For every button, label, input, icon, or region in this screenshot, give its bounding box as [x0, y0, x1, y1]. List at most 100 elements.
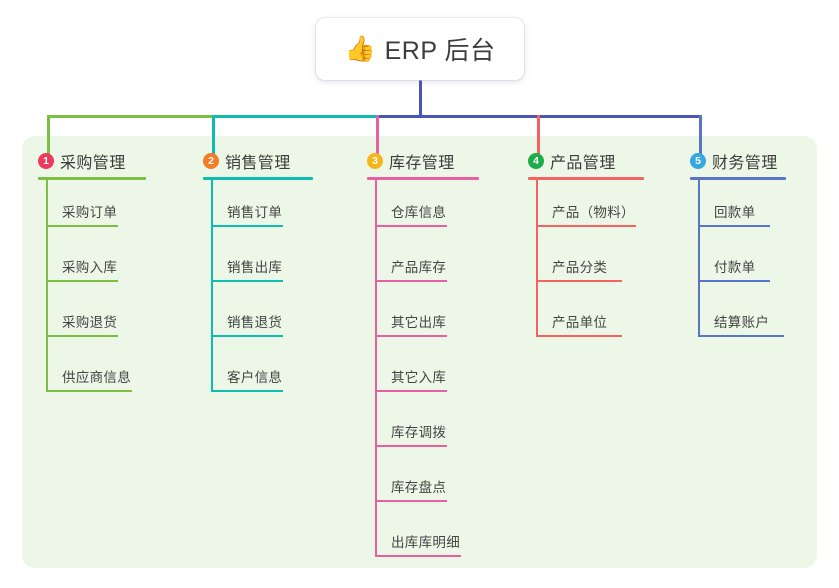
column-title: 采购管理: [60, 155, 126, 172]
column-badge-2: 2: [203, 153, 219, 169]
column-underline: [690, 177, 786, 180]
leaf-item-underline: [46, 335, 118, 337]
column-underline: [367, 177, 479, 180]
leaf-item[interactable]: 采购入库: [38, 235, 188, 290]
leaf-item[interactable]: 付款单: [690, 235, 830, 290]
leaf-item-label: 采购退货: [62, 315, 118, 330]
leaf-item-label: 产品单位: [552, 315, 608, 330]
leaf-item-underline: [211, 335, 283, 337]
leaf-item-label: 仓库信息: [391, 205, 447, 220]
column-spine: [211, 180, 213, 392]
leaf-item[interactable]: 库存盘点: [367, 455, 517, 510]
leaf-item-underline: [375, 335, 447, 337]
leaf-item-label: 库存盘点: [391, 480, 447, 495]
leaf-item-underline: [46, 225, 118, 227]
column-items: 产品（物料） 产品分类产品单位: [528, 180, 673, 345]
leaf-item-label: 产品（物料）: [552, 205, 635, 220]
leaf-item[interactable]: 客户信息: [203, 345, 353, 400]
leaf-item-underline: [698, 280, 770, 282]
column-title: 财务管理: [712, 155, 778, 172]
leaf-item[interactable]: 结算账户: [690, 290, 830, 345]
leaf-item[interactable]: 采购退货: [38, 290, 188, 345]
leaf-item-underline: [211, 225, 283, 227]
leaf-item-label: 库存调拨: [391, 425, 447, 440]
leaf-item-label: 销售出库: [227, 260, 283, 275]
column-header-库存管理[interactable]: 3 库存管理: [367, 150, 517, 172]
bus-segment-2: [212, 115, 379, 118]
column-underline: [38, 177, 146, 180]
root-trunk-connector: [419, 80, 422, 118]
leaf-item[interactable]: 其它入库: [367, 345, 517, 400]
leaf-item[interactable]: 销售出库: [203, 235, 353, 290]
drop-connector-采购管理: [47, 115, 50, 160]
leaf-item[interactable]: 销售订单: [203, 180, 353, 235]
leaf-item-label: 采购订单: [62, 205, 118, 220]
leaf-item[interactable]: 供应商信息: [38, 345, 188, 400]
leaf-item[interactable]: 产品库存: [367, 235, 517, 290]
leaf-item-label: 产品分类: [552, 260, 608, 275]
column-title: 产品管理: [550, 155, 616, 172]
column-badge-1: 1: [38, 153, 54, 169]
column-采购管理: 1 采购管理采购订单采购入库采购退货供应商信息: [38, 150, 188, 400]
leaf-item-label: 其它出库: [391, 315, 447, 330]
column-spine: [46, 180, 48, 392]
leaf-item[interactable]: 库存调拨: [367, 400, 517, 455]
leaf-item-underline: [375, 555, 461, 557]
drop-connector-销售管理: [212, 115, 215, 160]
thumbs-up-icon: 👍: [344, 34, 376, 63]
leaf-item[interactable]: 其它出库: [367, 290, 517, 345]
column-spine: [375, 180, 377, 557]
column-underline: [203, 177, 313, 180]
leaf-item[interactable]: 产品分类: [528, 235, 673, 290]
drop-connector-产品管理: [537, 115, 540, 160]
bus-segment-1: [47, 115, 215, 118]
leaf-item-underline: [211, 390, 283, 392]
leaf-item-underline: [698, 225, 770, 227]
root-node[interactable]: 👍 ERP 后台: [316, 18, 524, 80]
leaf-item[interactable]: 采购订单: [38, 180, 188, 235]
leaf-item-label: 其它入库: [391, 370, 447, 385]
leaf-item-underline: [375, 280, 447, 282]
leaf-item-underline: [698, 335, 784, 337]
leaf-item[interactable]: 仓库信息: [367, 180, 517, 235]
leaf-item-underline: [46, 390, 132, 392]
leaf-item-underline: [536, 335, 622, 337]
column-items: 采购订单采购入库采购退货供应商信息: [38, 180, 188, 400]
leaf-item[interactable]: 回款单: [690, 180, 830, 235]
leaf-item-label: 回款单: [714, 205, 756, 220]
leaf-item-label: 采购入库: [62, 260, 118, 275]
leaf-item[interactable]: 销售退货: [203, 290, 353, 345]
leaf-item[interactable]: 出库库明细: [367, 510, 517, 565]
leaf-item-underline: [375, 445, 447, 447]
column-underline: [528, 177, 644, 180]
leaf-item-underline: [375, 390, 447, 392]
column-spine: [698, 180, 700, 337]
column-header-采购管理[interactable]: 1 采购管理: [38, 150, 188, 172]
leaf-item-label: 客户信息: [227, 370, 283, 385]
leaf-item[interactable]: 产品（物料）: [528, 180, 673, 235]
leaf-item[interactable]: 产品单位: [528, 290, 673, 345]
column-title: 库存管理: [389, 155, 455, 172]
column-库存管理: 3 库存管理仓库信息产品库存其它出库其它入库库存调拨库存盘点出库库明细: [367, 150, 517, 565]
diagram-panel: [22, 136, 817, 568]
drop-connector-库存管理: [376, 115, 379, 160]
column-items: 仓库信息产品库存其它出库其它入库库存调拨库存盘点出库库明细: [367, 180, 517, 565]
column-items: 回款单付款单结算账户: [690, 180, 830, 345]
leaf-item-underline: [375, 225, 447, 227]
leaf-item-label: 出库库明细: [391, 535, 460, 550]
root-title: ERP 后台: [384, 37, 496, 65]
drop-connector-财务管理: [699, 115, 702, 160]
column-badge-3: 3: [367, 153, 383, 169]
leaf-item-underline: [536, 280, 622, 282]
leaf-item-label: 产品库存: [391, 260, 447, 275]
leaf-item-label: 结算账户: [714, 315, 770, 330]
leaf-item-label: 付款单: [714, 260, 756, 275]
leaf-item-label: 供应商信息: [62, 370, 131, 385]
